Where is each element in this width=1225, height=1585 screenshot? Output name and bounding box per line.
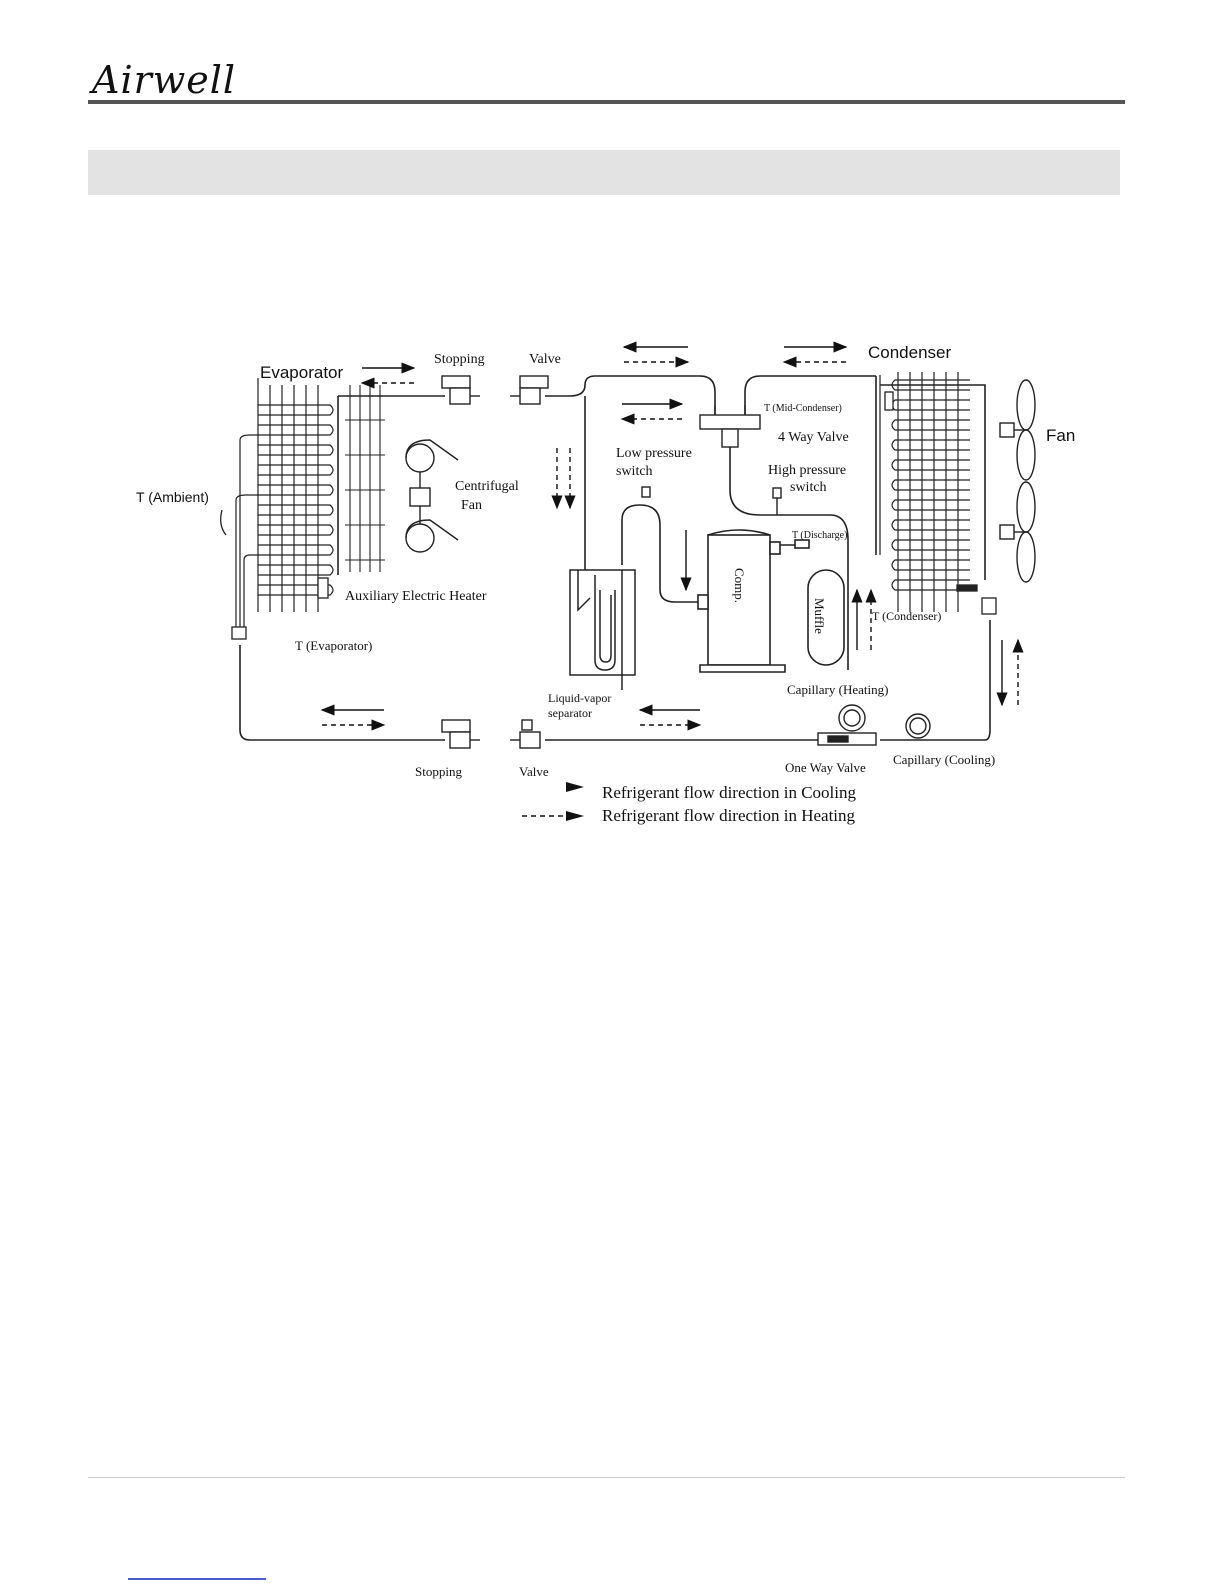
brand-logo: Airwell [92,58,237,102]
label-comp: Comp. [732,568,747,603]
section-title-band [88,150,1120,195]
label-stopping-bottom: Stopping [415,764,462,779]
label-stopping-top: Stopping [434,352,485,367]
high-pressure-switch-symbol [772,487,782,515]
stopping-valve-top [441,375,480,405]
label-t-discharge: T (Discharge) [792,530,847,541]
one-way-valve-symbol [817,704,877,746]
footer-rule [88,1477,1125,1478]
legend: Refrigerant flow direction in Cooling Re… [522,782,856,825]
footer-link-underline[interactable] [128,1578,266,1580]
four-way-valve-symbol [699,405,761,448]
outdoor-fan-symbols [999,379,1036,583]
stopping-valve-bottom [441,719,480,749]
label-capillary-cooling: Capillary (Cooling) [893,752,995,767]
capillary-cooling-symbol [905,713,931,739]
valve-bottom [510,719,541,749]
header-rule [88,100,1125,104]
label-centrifugal-fan-1: Centrifugal [455,479,519,494]
legend-cooling-arrow [566,782,584,792]
label-low-pressure-1: Low pressure [616,446,692,461]
label-t-ambient: T (Ambient) [136,489,209,505]
flow-arrows [320,341,1024,731]
label-one-way-valve: One Way Valve [785,760,866,775]
label-valve-bottom: Valve [519,764,549,779]
condenser-coil [879,372,970,612]
label-t-mid-condenser: T (Mid-Condenser) [764,403,842,414]
muffle-symbol [794,539,845,666]
label-valve-top: Valve [529,352,561,367]
piping [239,375,991,741]
centrifugal-fan-symbol [405,439,459,553]
label-liquid-vapor-1: Liquid-vapor [548,691,611,705]
label-centrifugal-fan-2: Fan [461,498,482,513]
label-muffle: Muffle [812,598,827,634]
evaporator-coil [235,378,334,630]
label-liquid-vapor-2: separator [548,706,592,720]
low-pressure-switch-symbol [641,486,651,498]
label-capillary-heating: Capillary (Heating) [787,682,888,697]
label-auxiliary-heater: Auxiliary Electric Heater [345,589,487,604]
auxiliary-heater-grid [345,385,385,572]
legend-heating-label: Refrigerant flow direction in Heating [602,806,856,825]
label-t-evaporator: T (Evaporator) [295,638,372,653]
valve-top [510,375,549,405]
liquid-vapor-separator-symbol [569,569,636,690]
label-high-pressure-1: High pressure [768,463,846,478]
label-fan: Fan [1046,426,1075,445]
label-t-condenser: T (Condenser) [872,609,941,623]
legend-cooling-label: Refrigerant flow direction in Cooling [602,783,856,802]
label-low-pressure-2: switch [616,464,653,479]
legend-heating-arrow [566,811,584,821]
label-evaporator: Evaporator [260,363,343,382]
label-four-way-valve: 4 Way Valve [778,430,849,445]
sensor-symbols [220,391,997,640]
label-high-pressure-2: switch [790,480,827,495]
label-condenser: Condenser [868,343,952,362]
compressor-symbol [697,529,786,673]
